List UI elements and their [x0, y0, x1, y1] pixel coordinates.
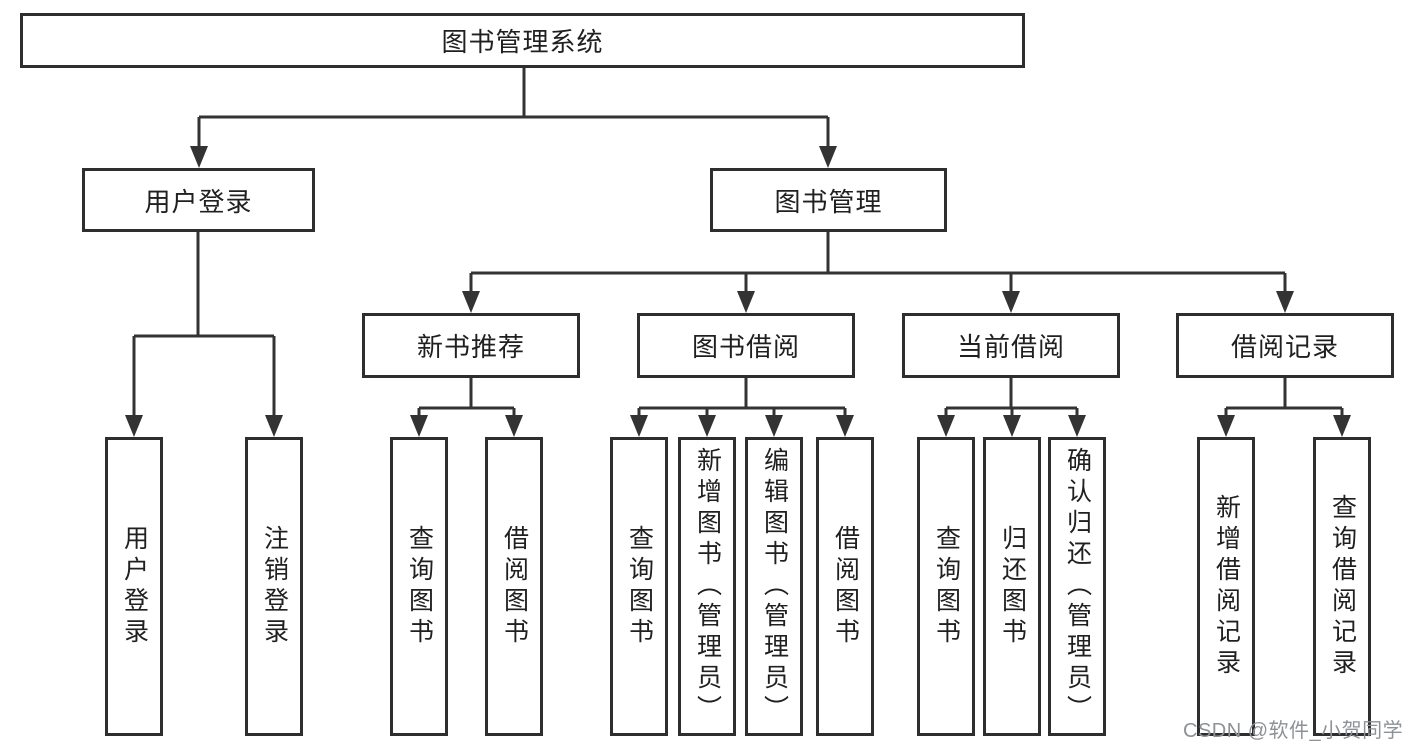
node-user-login: 用户登录: [82, 168, 315, 232]
node-library-system: 图书管理系统: [20, 13, 1025, 68]
connector-line: [132, 68, 1344, 420]
node-current-borrowing: 当前借阅: [902, 313, 1120, 378]
watermark: CSDN @软件_小贺同学: [1183, 720, 1404, 742]
leaf-query-books-borrowing: 查询图书: [610, 437, 668, 736]
arrow-down-icon: [1002, 291, 1020, 313]
leaf-borrow-books-borrowing: 借阅图书: [816, 437, 874, 736]
leaf-query-books-current: 查询图书: [917, 437, 975, 736]
arrow-down-icon: [765, 415, 783, 437]
arrow-down-icon: [1003, 415, 1021, 437]
leaf-borrow-books-recommend: 借阅图书: [485, 437, 543, 736]
arrow-down-icon: [265, 415, 283, 437]
arrow-down-icon: [630, 415, 648, 437]
arrow-down-icon: [836, 415, 854, 437]
leaf-add-books-admin: 新增图书（管理员）: [678, 437, 736, 736]
arrow-down-icon: [737, 291, 755, 313]
leaf-user-login: 用户登录: [105, 437, 163, 736]
leaf-edit-books-admin: 编辑图书（管理员）: [745, 437, 803, 736]
arrow-down-icon: [1217, 415, 1235, 437]
node-book-borrowing: 图书借阅: [637, 313, 855, 378]
connector-arrows: [125, 146, 1351, 437]
arrow-down-icon: [125, 415, 143, 437]
node-borrowing-records: 借阅记录: [1176, 313, 1394, 378]
leaf-return-books: 归还图书: [983, 437, 1041, 736]
leaf-query-borrow-record: 查询借阅记录: [1313, 437, 1371, 736]
arrow-down-icon: [1276, 291, 1294, 313]
arrow-down-icon: [1333, 415, 1351, 437]
arrow-down-icon: [462, 291, 480, 313]
arrow-down-icon: [190, 146, 208, 168]
node-book-management: 图书管理: [710, 168, 947, 232]
leaf-add-borrow-record: 新增借阅记录: [1197, 437, 1255, 736]
arrow-down-icon: [698, 415, 716, 437]
arrow-down-icon: [937, 415, 955, 437]
leaf-logout-login: 注销登录: [245, 437, 303, 736]
node-new-book-recommendation: 新书推荐: [362, 313, 580, 378]
arrow-down-icon: [410, 415, 428, 437]
arrow-down-icon: [505, 415, 523, 437]
leaf-query-books-recommend: 查询图书: [390, 437, 448, 736]
arrow-down-icon: [1068, 415, 1086, 437]
leaf-confirm-return-admin: 确认归还（管理员）: [1048, 437, 1106, 736]
arrow-down-icon: [819, 146, 837, 168]
